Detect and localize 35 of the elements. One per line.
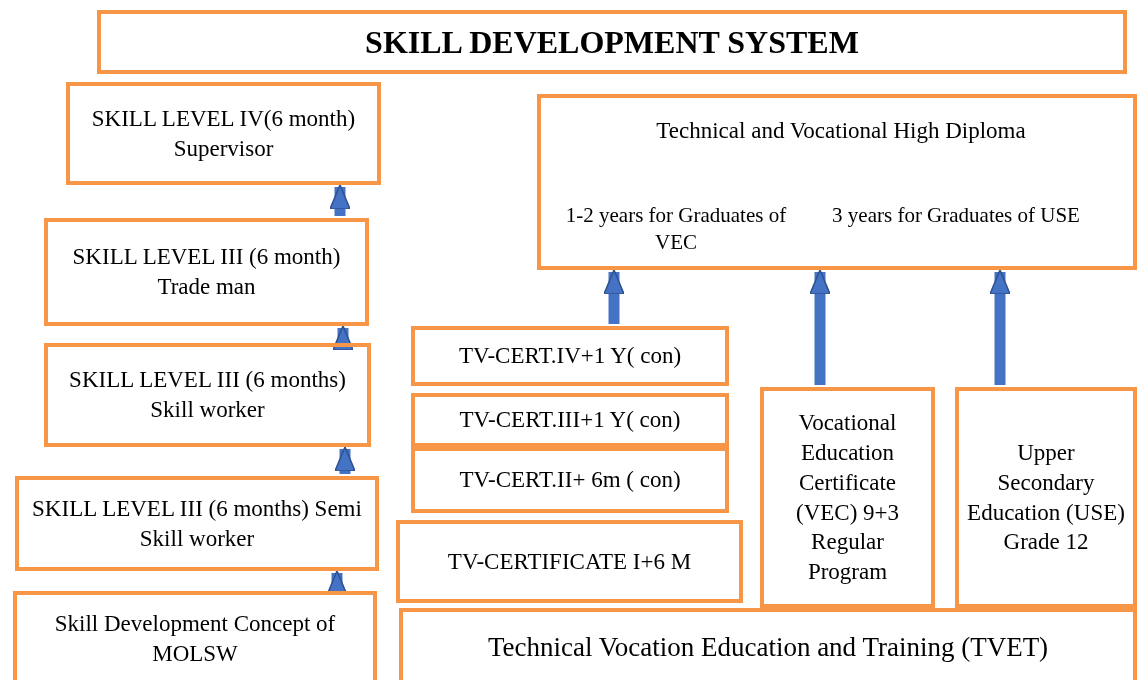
certificate-box (411, 393, 729, 447)
education-box (760, 387, 935, 608)
node-label: Upper Secondary Education (USE) Grade 12 (966, 438, 1126, 557)
diploma-box (537, 94, 1137, 270)
certificate-box (396, 520, 743, 603)
skill-level-box (44, 218, 369, 326)
node-label: TV-CERT.III+1 Y( con) (458, 406, 682, 435)
duration-text: 3 years for Graduates of USE (831, 202, 1081, 229)
node-label: TV-CERTIFICATE I+6 M (446, 547, 693, 576)
skill-level-box (44, 343, 371, 447)
arrow (332, 325, 354, 351)
node-label: TV-CERT.IV+1 Y( con) (457, 342, 683, 371)
node-label: SKILL LEVEL III (6 month) Trade man (71, 243, 342, 301)
diploma-heading: Technical and Vocational High Diploma (655, 117, 1027, 145)
node-label: TV-CERT.II+ 6m ( con) (458, 466, 682, 495)
certificate-box (411, 326, 729, 386)
node-label: SKILL LEVEL IV(6 month) Supervisor (90, 104, 357, 163)
arrow (334, 446, 356, 474)
title-banner: SKILL DEVELOPMENT SYSTEM (97, 10, 1127, 74)
arrow (329, 184, 351, 216)
education-box (955, 387, 1137, 608)
node-label: Vocational Education Certificate (VEC) 9+3 Regular Program (794, 408, 900, 587)
node-label: Technical Vocation Education and Training (TVET) (486, 631, 1050, 665)
certificate-box (411, 447, 729, 513)
node-label: SKILL LEVEL III (6 months) Skill worker (68, 366, 347, 424)
skill-level-box (13, 591, 377, 680)
skill-level-box (15, 476, 379, 571)
duration-text: 1-2 years for Graduates of VEC (564, 202, 788, 257)
skill-level-box (66, 82, 381, 185)
node-label: SKILL LEVEL III (6 months) Semi Skill worker (31, 494, 363, 553)
arrow (603, 269, 625, 324)
node-label: Skill Development Concept of MOLSW (53, 609, 337, 668)
arrow (809, 269, 831, 385)
arrow (989, 269, 1011, 385)
tvet-box (399, 608, 1137, 680)
